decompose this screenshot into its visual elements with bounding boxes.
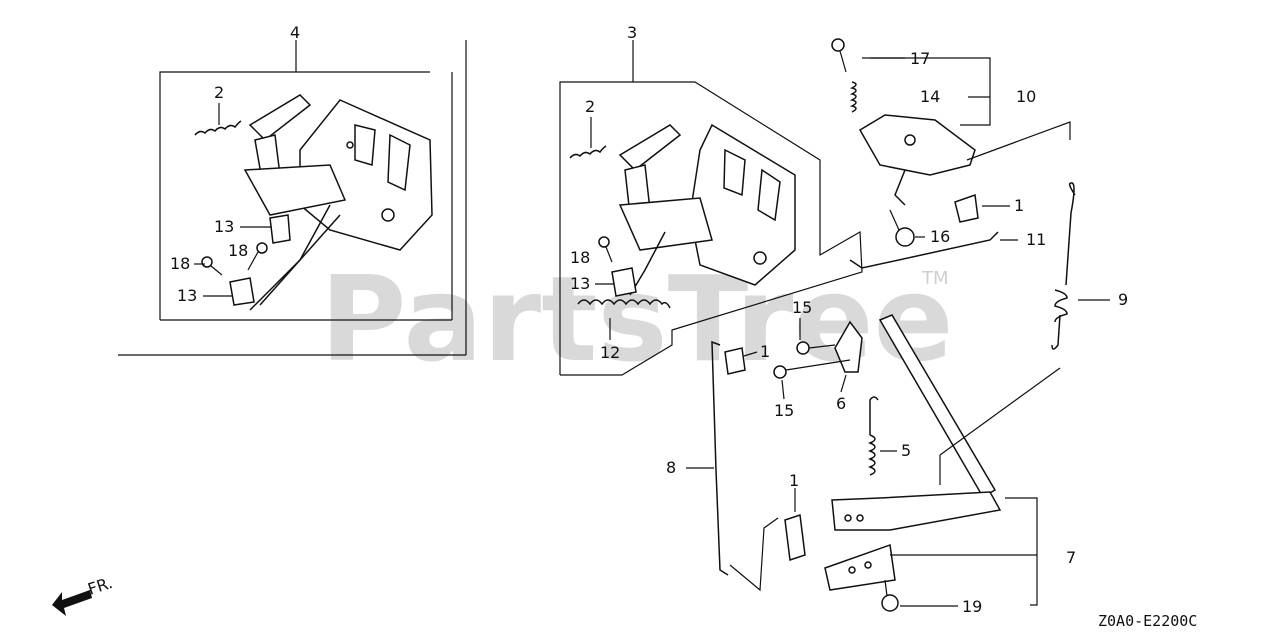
cover-line-right	[966, 121, 1071, 161]
callout-12: 12	[600, 343, 620, 362]
spring-2-left	[194, 120, 242, 136]
bolt-18-middle	[598, 236, 613, 263]
bracket-7-callout	[890, 367, 1061, 606]
governor-arm-shaft	[878, 314, 997, 499]
callout-18-mid: 18	[570, 248, 590, 267]
bolt-15-top	[796, 341, 836, 355]
callout-1-top: 1	[1014, 196, 1024, 215]
clip-1-mid	[724, 347, 746, 375]
assembly-3-frame	[559, 40, 863, 376]
callout-2-left: 2	[214, 83, 224, 102]
spring-2-middle	[569, 145, 607, 159]
callout-15-top: 15	[792, 298, 812, 317]
rod-8	[711, 340, 779, 592]
callout-7: 7	[1066, 548, 1076, 567]
watermark-trademark: TM	[921, 268, 949, 289]
governor-spring-9	[1051, 182, 1076, 350]
clip-1-top	[954, 193, 979, 223]
bolt-19	[881, 579, 899, 612]
callout-6: 6	[836, 394, 846, 413]
callout-15-bot: 15	[774, 401, 794, 420]
callout-9: 9	[1118, 290, 1128, 309]
control-lever-10	[858, 114, 976, 206]
callout-17: 17	[910, 49, 930, 68]
spring-5	[867, 396, 879, 476]
callout-13-left-a: 13	[214, 217, 234, 236]
spring-12-middle	[577, 299, 671, 309]
clip-13-middle	[611, 267, 637, 297]
callout-10: 10	[1016, 87, 1036, 106]
bolt-18-left-b	[201, 256, 223, 276]
control-base-plate-left	[243, 94, 433, 311]
callout-labels: 4 3 2 13 18 18 13 2 18 13 12 17 14 10 1 …	[170, 23, 1128, 616]
front-direction-label: FR.	[85, 573, 114, 599]
leader-lines	[194, 57, 1110, 607]
callout-11: 11	[1026, 230, 1046, 249]
clip-13-left-b	[229, 277, 255, 306]
choke-plate-6	[834, 320, 863, 373]
clip-1-bot	[784, 488, 806, 562]
assembly-4-frame	[118, 40, 467, 356]
governor-arm-7	[824, 491, 1002, 591]
rod-11	[849, 231, 999, 269]
bolt-16	[889, 209, 915, 247]
callout-18-left-a: 18	[228, 241, 248, 260]
callout-14: 14	[920, 87, 940, 106]
bolt-17	[831, 38, 847, 73]
control-base-plate-middle	[618, 123, 796, 296]
callout-13-left-b: 13	[177, 286, 197, 305]
callout-19: 19	[962, 597, 982, 616]
callout-3: 3	[627, 23, 637, 42]
callout-5: 5	[901, 441, 911, 460]
callout-1-mid: 1	[760, 342, 770, 361]
clip-13-left-a	[269, 214, 291, 244]
front-direction-arrow-icon	[52, 590, 92, 616]
bolt-18-left-a	[247, 242, 268, 271]
callout-8: 8	[666, 458, 676, 477]
callout-4: 4	[290, 23, 300, 42]
callout-2-mid: 2	[585, 97, 595, 116]
bolt-15-bot	[773, 359, 851, 379]
callout-13-mid: 13	[570, 274, 590, 293]
callout-16: 16	[930, 227, 950, 246]
diagram-code: Z0A0-E2200C	[1098, 612, 1197, 630]
callout-18-left-b: 18	[170, 254, 190, 273]
spring-14	[849, 81, 857, 113]
callout-1-bot: 1	[789, 471, 799, 490]
bracket-10-callout	[870, 57, 991, 126]
